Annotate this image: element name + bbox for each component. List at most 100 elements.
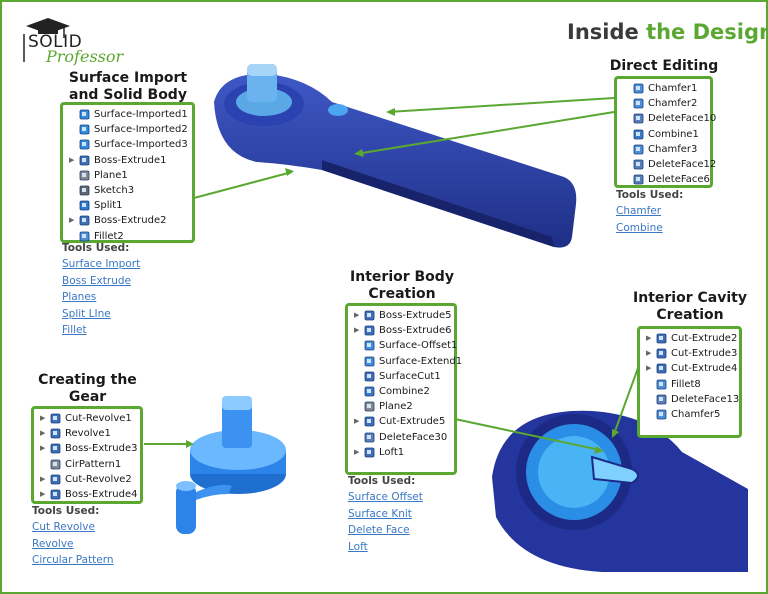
feature-tree-item-label: Loft1 [379,446,405,458]
feature-tree-item[interactable]: ▶ Revolve1 [40,426,134,441]
interior-body-heading: Interior Body Creation [342,269,462,303]
page-title: Inside the Design [567,20,766,44]
expand-arrow-icon[interactable]: ▶ [69,216,75,225]
feature-tree-item[interactable]: Fillet8 [646,377,733,392]
expand-arrow-icon[interactable]: ▶ [646,364,652,373]
feature-tree-item[interactable]: Fillet2 [69,229,186,244]
expand-arrow-icon[interactable]: ▶ [40,489,46,498]
expand-arrow-icon[interactable]: ▶ [646,349,652,358]
feature-tree-item[interactable]: Plane2 [354,399,448,414]
feature-tree-item[interactable]: ▶Boss-Extrude1 [69,153,186,168]
feature-tree-item[interactable]: ▶ Boss-Extrude4 [40,487,138,502]
tool-link[interactable]: Boss Extrude [62,274,131,287]
heading-line-1: Interior Body [350,269,454,285]
feature-tree-item-label: Boss-Extrude4 [65,488,138,500]
feature-tree-item[interactable]: Chamfer1 [623,81,704,96]
feature-tree-item-label: Cut-Extrude4 [671,363,738,375]
feature-tree-item[interactable]: Surface-Offset1 [354,338,457,353]
expand-arrow-icon[interactable]: ▶ [354,447,360,456]
chamfer-icon [656,409,667,420]
feature-tree-item[interactable]: Combine2 [354,384,448,399]
feature-tree-item[interactable]: ▶Cut-Extrude2 [646,331,737,346]
expand-arrow-icon[interactable]: ▶ [354,326,360,335]
feature-tree-item-label: Cut-Extrude5 [379,416,446,428]
feature-tree-item[interactable]: Chamfer3 [623,142,704,157]
tool-link[interactable]: Chamfer [616,205,662,217]
cavity-render [492,410,748,572]
expand-arrow-icon[interactable]: ▶ [646,334,652,342]
feature-tree-item[interactable]: DeleteFace12 [623,157,716,172]
feature-tree-item[interactable]: ▶ Loft1 [354,445,448,460]
tool-link[interactable]: Circular Pattern [32,554,114,566]
feature-tree-item[interactable]: Combine1 [623,127,704,142]
feature-tree-item[interactable]: Surface-Imported1 [69,107,188,122]
feature-tree-item[interactable]: DeleteFace30 [354,430,448,445]
feature-tree-item[interactable]: Sketch3 [69,183,186,198]
feature-tree-item[interactable]: Chamfer2 [623,96,704,111]
gear-tools-title: Tools Used: [32,505,100,517]
cut-extrude-icon [364,416,375,427]
tool-link[interactable]: Split LIne [62,307,111,320]
cut-extrude-icon [656,348,667,359]
fillet-icon [79,231,90,241]
feature-tree-item-label: DeleteFace10 [648,113,717,125]
sketch-icon [79,185,90,196]
expand-arrow-icon[interactable]: ▶ [40,429,46,438]
feature-tree-item[interactable]: ▶ Cut-Revolve2 [40,472,134,487]
revolve-icon [50,428,61,439]
tool-link[interactable]: Delete Face [348,524,410,536]
feature-tree-item-label: Cut-Revolve2 [65,473,132,485]
feature-tree-item-label: Surface-Imported1 [94,109,188,120]
tool-link[interactable]: Surface Knit [348,507,412,520]
feature-tree-item[interactable]: ▶Cut-Revolve1 [40,411,134,426]
feature-tree-item[interactable]: ▶ Cut-Extrude4 [646,361,737,376]
feature-tree-item[interactable]: ▶Boss-Extrude6 [354,323,451,338]
surface-import-tools-title: Tools Used: [62,242,130,254]
tool-link[interactable]: Cut Revolve [32,521,95,533]
feature-tree-item[interactable]: DeleteFace13 [646,392,739,407]
feature-tree-item[interactable]: ▶Boss-Extrude3 [40,441,137,456]
expand-arrow-icon[interactable]: ▶ [354,417,360,426]
feature-tree-item[interactable]: Plane1 [69,168,186,183]
feature-tree-item[interactable]: Surface-Extend1 [354,354,462,369]
feature-tree-item[interactable]: Split1 [69,198,186,213]
tool-link[interactable]: Loft [348,540,368,553]
surface-icon [79,109,90,120]
feature-tree-item[interactable]: Surface-Imported3 [69,137,188,152]
tool-link[interactable]: Planes [62,291,97,303]
feature-tree-item[interactable]: Chamfer5 [646,407,733,422]
feature-tree-item[interactable]: DeleteFace6 [623,172,710,187]
cut-extrude-icon [656,333,667,344]
feature-tree-item[interactable]: CirPattern1 [40,457,134,472]
expand-arrow-icon[interactable]: ▶ [40,414,46,422]
tool-link[interactable]: Surface Import [62,258,141,270]
tool-link[interactable]: Fillet [62,324,87,336]
chamfer-icon [633,144,644,155]
extrude-icon [79,155,90,165]
surface-cut-icon [364,371,375,382]
direct-editing-tools-title: Tools Used: [616,189,684,201]
expand-arrow-icon[interactable]: ▶ [40,444,46,453]
feature-tree-item[interactable]: ▶Cut-Extrude3 [646,346,737,361]
expand-arrow-icon[interactable]: ▶ [354,311,360,319]
feature-tree-item[interactable]: Surface-Imported2 [69,122,188,137]
expand-arrow-icon[interactable]: ▶ [40,474,46,483]
tool-link[interactable]: Surface Offset [348,491,423,503]
feature-tree-item[interactable]: ▶Boss-Extrude2 [69,213,186,228]
feature-tree-item[interactable]: ▶Boss-Extrude5 [354,308,451,323]
feature-tree-item-label: Revolve1 [65,428,111,440]
feature-tree-item[interactable]: DeleteFace10 [623,111,716,126]
tool-link[interactable]: Revolve [32,537,74,550]
feature-tree-item[interactable]: SurfaceCut1 [354,369,448,384]
tool-link[interactable]: Combine [616,221,663,234]
pattern-icon [50,459,61,469]
interior-cavity-heading: Interior Cavity Creation [630,290,750,324]
surface-extend-icon [364,356,375,366]
feature-tree-item-label: DeleteFace13 [671,393,740,405]
feature-tree-item[interactable]: ▶ Cut-Extrude5 [354,414,448,429]
expand-arrow-icon[interactable]: ▶ [69,155,75,164]
